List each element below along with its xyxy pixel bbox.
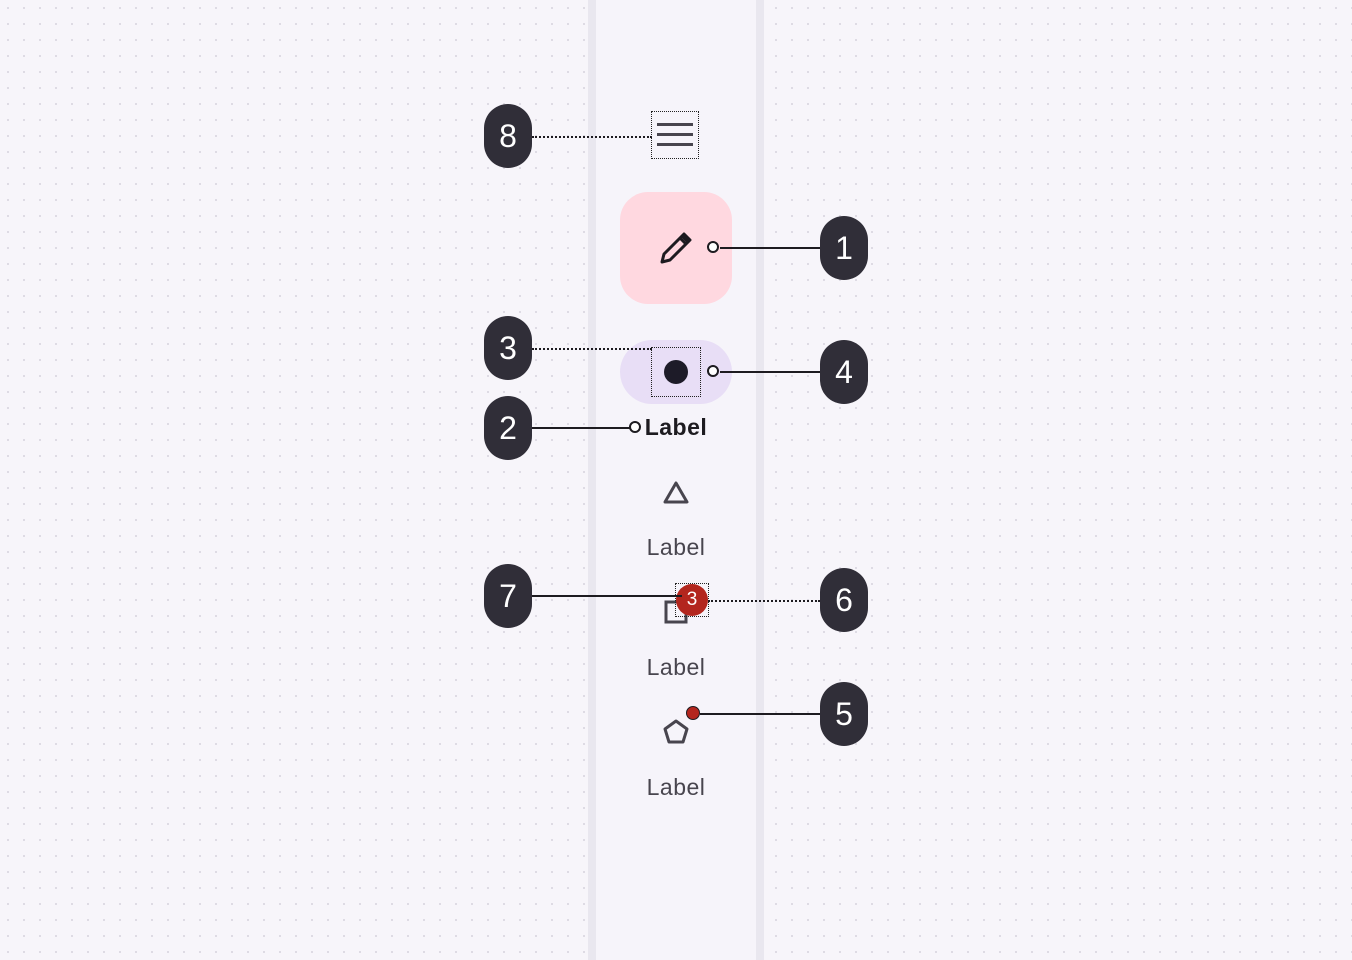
- callout-2: 2: [484, 396, 532, 460]
- rail-left-edge: [588, 0, 596, 960]
- count-badge: 3: [676, 584, 708, 616]
- callout-8: 8: [484, 104, 532, 168]
- callout-2-anchor: [629, 421, 641, 433]
- rail-right-edge: [756, 0, 764, 960]
- pentagon-icon[interactable]: [662, 718, 690, 746]
- callout-4-anchor: [707, 365, 719, 377]
- nav-item-3-label: Label: [646, 654, 706, 680]
- leader-line-7: [532, 595, 682, 597]
- leader-line-2: [532, 427, 630, 429]
- leader-line-4: [720, 371, 820, 373]
- leader-line-5: [700, 713, 820, 715]
- callout-4: 4: [820, 340, 868, 404]
- leader-line-1: [720, 247, 820, 249]
- callout-6: 6: [820, 568, 868, 632]
- nav-item-4-label: Label: [646, 774, 706, 800]
- callout-3: 3: [484, 316, 532, 380]
- circle-icon: [664, 360, 688, 384]
- leader-line-3: [532, 348, 652, 350]
- nav-item-1-icon-box[interactable]: [651, 347, 701, 397]
- small-badge: [686, 706, 700, 720]
- triangle-icon[interactable]: [662, 480, 690, 506]
- pencil-icon: [660, 232, 692, 264]
- navigation-rail: [596, 0, 756, 960]
- nav-item-1-label: Label: [644, 414, 708, 440]
- callout-1-anchor: [707, 241, 719, 253]
- menu-button[interactable]: [651, 111, 699, 159]
- menu-icon: [657, 123, 693, 146]
- callout-1: 1: [820, 216, 868, 280]
- leader-line-8: [532, 136, 652, 138]
- callout-5: 5: [820, 682, 868, 746]
- nav-item-2-label: Label: [646, 534, 706, 560]
- callout-7: 7: [484, 564, 532, 628]
- leader-line-6: [708, 600, 820, 602]
